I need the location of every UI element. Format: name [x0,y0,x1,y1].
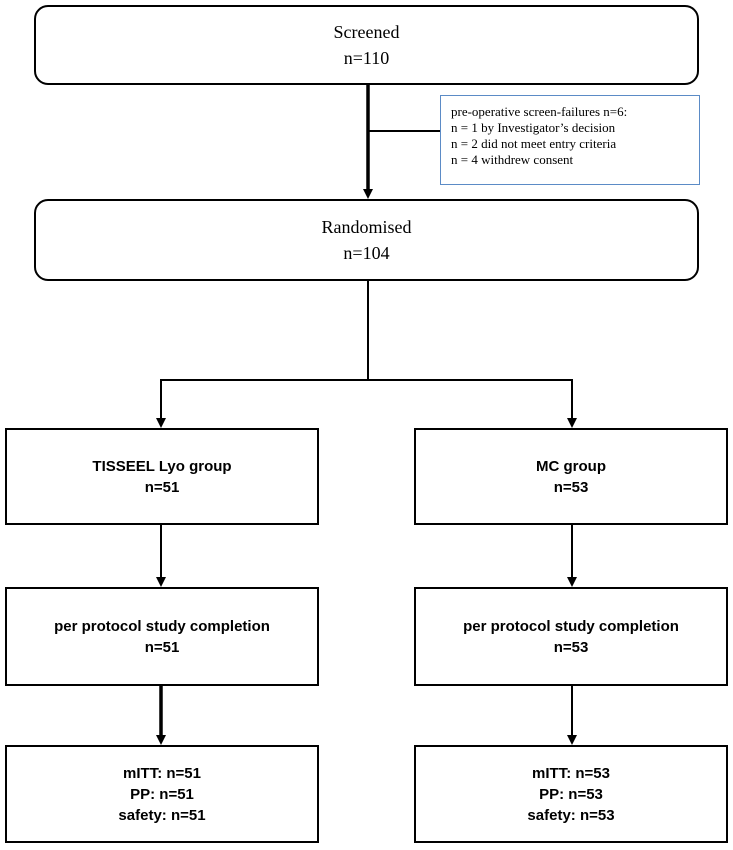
group-title-left: TISSEEL Lyo group [92,457,232,475]
analysis-mitt-left: mITT: n=51 [123,764,201,782]
screen-failures-line: n = 2 did not meet entry criteria [451,136,617,151]
completion-box-right: per protocol study completion n=53 [414,587,728,686]
completion-count-left: n=51 [144,638,180,656]
group-title-right: MC group [536,457,606,475]
analysis-safety-right: safety: n=53 [527,806,615,824]
completion-box-left: per protocol study completion n=51 [5,587,319,686]
randomised-count: n=104 [343,243,390,263]
completion-title-right: per protocol study completion [463,617,679,635]
analysis-box-right: mITT: n=53 PP: n=53 safety: n=53 [414,745,728,843]
group-count-right: n=53 [553,478,589,496]
group-box-right: MC group n=53 [414,428,728,525]
screen-failures-note: pre-operative screen-failures n=6: n = 1… [440,95,700,185]
screened-count: n=110 [343,48,390,68]
group-box-left: TISSEEL Lyo group n=51 [5,428,319,525]
analysis-pp-right: PP: n=53 [539,785,603,803]
group-count-left: n=51 [144,478,180,496]
completion-count-right: n=53 [553,638,589,656]
screened-box: Screened n=110 [34,5,699,85]
analysis-box-left: mITT: n=51 PP: n=51 safety: n=51 [5,745,319,843]
screened-title: Screened [333,22,400,42]
completion-title-left: per protocol study completion [54,617,270,635]
screen-failures-heading: pre-operative screen-failures n=6: [451,104,628,119]
analysis-mitt-right: mITT: n=53 [532,764,610,782]
randomised-box: Randomised n=104 [34,199,699,281]
analysis-pp-left: PP: n=51 [130,785,194,803]
analysis-safety-left: safety: n=51 [118,806,206,824]
screen-failures-line: n = 1 by Investigator’s decision [451,120,616,135]
randomised-title: Randomised [321,217,412,237]
screen-failures-line: n = 4 withdrew consent [451,152,574,167]
